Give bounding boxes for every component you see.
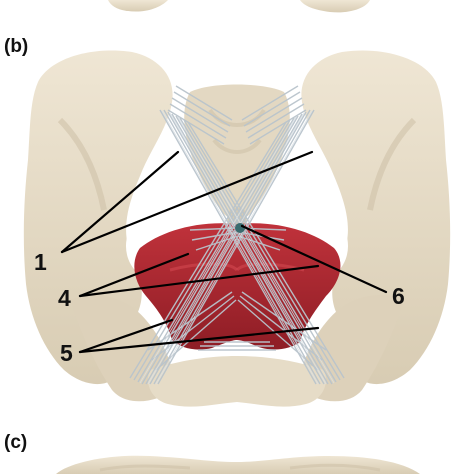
callout-1: 1 bbox=[34, 249, 47, 275]
left-ilium bbox=[23, 50, 173, 385]
panel-label-c: (c) bbox=[4, 432, 27, 453]
pubic-arch bbox=[148, 356, 326, 407]
panel-label-b: (b) bbox=[4, 36, 28, 57]
leader-4b bbox=[78, 264, 320, 298]
leader-1b bbox=[60, 150, 314, 254]
callout-4: 4 bbox=[58, 285, 71, 311]
right-ilium bbox=[301, 50, 451, 385]
leader-4a bbox=[78, 252, 190, 298]
leader-5a bbox=[78, 318, 174, 354]
leader-5b bbox=[78, 326, 320, 354]
ligament-fibers bbox=[129, 85, 345, 385]
leader-6 bbox=[240, 224, 388, 294]
leader-lines bbox=[60, 150, 388, 354]
perineal-body-node bbox=[235, 223, 245, 233]
callout-5: 5 bbox=[60, 340, 73, 366]
panel-a-remnant bbox=[108, 0, 370, 13]
ligament-highlights bbox=[139, 110, 335, 385]
leader-1a bbox=[60, 150, 180, 254]
callout-6: 6 bbox=[392, 283, 405, 309]
panel-c-bone-preview bbox=[56, 455, 420, 474]
